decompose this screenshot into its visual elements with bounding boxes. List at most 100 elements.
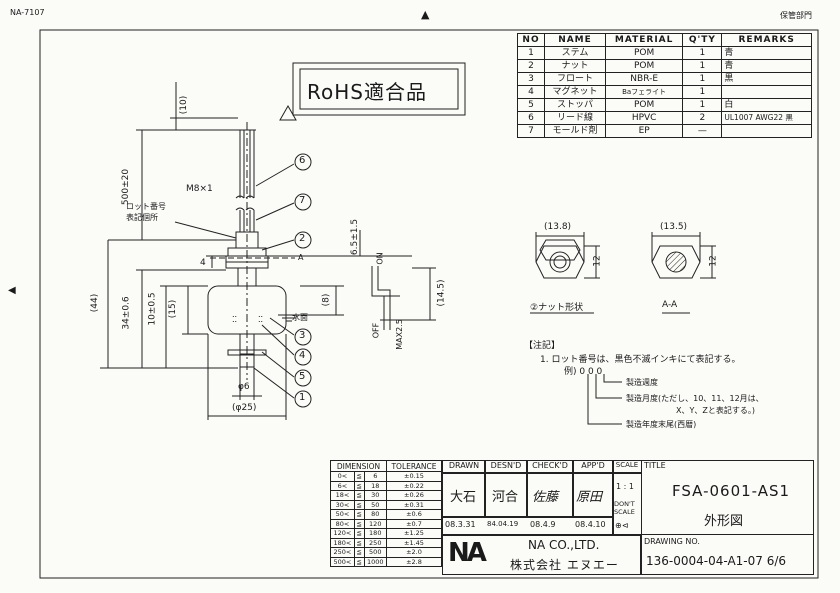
dont-scale-label: SCALE bbox=[614, 508, 635, 516]
drawing-frame bbox=[39, 29, 819, 579]
dim-44: (44) bbox=[90, 293, 101, 313]
title-header: TITLE bbox=[644, 461, 666, 470]
nut-shape bbox=[535, 232, 600, 279]
designed-signature: 河合 bbox=[492, 490, 519, 505]
revision-triangle bbox=[279, 104, 297, 121]
company-name-en: NA CO.,LTD. bbox=[528, 538, 600, 552]
dimension-lines-bottom bbox=[207, 334, 287, 420]
dim-14-5: (14.5) bbox=[436, 279, 447, 307]
table-row: 18<≦30±0.26 bbox=[330, 490, 443, 501]
rohs-outer-box bbox=[292, 62, 466, 116]
center-mark-left: ◀ bbox=[8, 285, 16, 296]
table-row: 500<≦1000±2.8 bbox=[330, 556, 443, 567]
drawn-signature: 大石 bbox=[450, 490, 477, 505]
rohs-stamp: RoHS適合品 bbox=[307, 80, 427, 104]
notes-title: 【注記】 bbox=[524, 341, 561, 351]
projection-icon: ⊕⊲ bbox=[615, 521, 629, 530]
scale-header: SCALE bbox=[612, 460, 642, 474]
table-row: 6<≦18±0.22 bbox=[330, 480, 443, 491]
drawing-number-cell bbox=[640, 534, 814, 575]
dim-15: (15) bbox=[168, 299, 179, 319]
note-month-2: X、Y、Zと表記する。) bbox=[676, 406, 755, 415]
drawing-subtitle: 外形図 bbox=[704, 514, 744, 529]
aa-section-label: A-A bbox=[662, 300, 678, 310]
company-cell bbox=[442, 534, 642, 575]
callout-2: 2 bbox=[299, 233, 306, 244]
note-month: 製造月度(ただし、10、11、12月は、 bbox=[626, 394, 764, 403]
drawing-title: FSA-0601-AS1 bbox=[672, 482, 791, 500]
date-row bbox=[442, 516, 614, 536]
dim-500: 500±20 bbox=[121, 168, 132, 206]
scale-cell bbox=[612, 472, 642, 536]
drawing-number-header: DRAWING NO. bbox=[644, 537, 700, 546]
aa-section bbox=[651, 232, 716, 279]
table-row: 0<≦6±0.15 bbox=[330, 471, 443, 482]
aa-width: (13.5) bbox=[660, 222, 688, 232]
off-label: OFF bbox=[371, 322, 381, 339]
checked-date: 08.4.9 bbox=[530, 520, 556, 529]
center-mark-top: ▲ bbox=[421, 8, 430, 21]
lot-label: ロット番号 bbox=[126, 202, 166, 211]
scale-value: 1 : 1 bbox=[616, 482, 634, 491]
table-header-row: NO NAME MATERIAL Q'TY REMARKS bbox=[516, 33, 812, 47]
dim-8: (8) bbox=[321, 293, 332, 307]
callout-leaders bbox=[174, 163, 295, 399]
checked-header: CHECK'D bbox=[526, 460, 574, 474]
table-row: 80<≦120±0.7 bbox=[330, 518, 443, 529]
water-label: 水面 bbox=[292, 313, 308, 322]
on-label: ON bbox=[375, 252, 385, 265]
dim-m8: M8×1 bbox=[186, 184, 213, 194]
nut-width: (13.8) bbox=[544, 222, 572, 232]
callout-7: 7 bbox=[299, 195, 306, 206]
document-number: NA-7107 bbox=[10, 8, 45, 17]
approved-cell bbox=[572, 472, 614, 518]
designed-date: 84.04.19 bbox=[487, 520, 519, 528]
dim-34: 34±0.6 bbox=[121, 296, 132, 330]
drawing-number: 136-0004-04-A1-07 6/6 bbox=[646, 554, 787, 568]
dimension-lines-left bbox=[100, 82, 238, 369]
company-name-jp: 株式会社 エヌエー bbox=[510, 558, 619, 572]
callout-1: 1 bbox=[299, 392, 306, 403]
table-row: 120<≦180±1.25 bbox=[330, 528, 443, 539]
lot-label-2: 表記個所 bbox=[126, 213, 158, 222]
table-header-row: DIMENSION TOLERANCE bbox=[330, 460, 443, 472]
drawn-date: 08.3.31 bbox=[445, 520, 476, 529]
dim-phi25: (φ25) bbox=[232, 403, 257, 413]
designed-header: DESN'D bbox=[484, 460, 528, 474]
checked-cell bbox=[526, 472, 574, 518]
callout-4: 4 bbox=[299, 350, 306, 361]
checked-signature: 佐藤 bbox=[532, 490, 559, 505]
note-line-1: 1. ロット番号は、黒色不滅インキにて表記する。 bbox=[540, 355, 741, 365]
table-row: 250<≦500±2.0 bbox=[330, 547, 443, 558]
note-example: 例) 0 0 0 bbox=[564, 367, 603, 377]
drawn-header: DRAWN bbox=[442, 460, 486, 474]
approved-signature: 原田 bbox=[576, 490, 603, 505]
dim-10b: 10±0.5 bbox=[147, 292, 158, 326]
callout-5: 5 bbox=[299, 371, 306, 382]
tolerance-table: DIMENSION TOLERANCE 0<≦6±0.15 6<≦18±0.22… bbox=[330, 460, 443, 567]
company-logo: NA bbox=[448, 538, 487, 568]
dim-6-5: 6.5±1.5 bbox=[350, 218, 361, 256]
table-row: 180<≦250±1.45 bbox=[330, 537, 443, 548]
lead-wires bbox=[235, 129, 256, 232]
nut-height: 12 bbox=[592, 255, 603, 267]
dim-10: (10) bbox=[179, 95, 190, 115]
float-mark: ⁚⁚ bbox=[232, 315, 237, 324]
callout-circles bbox=[294, 153, 312, 408]
dim-4: 4 bbox=[200, 258, 206, 268]
approved-header: APP'D bbox=[572, 460, 614, 474]
callout-3: 3 bbox=[299, 330, 306, 341]
aa-height: 12 bbox=[708, 255, 719, 267]
table-row: 30<≦50±0.31 bbox=[330, 499, 443, 510]
designed-cell bbox=[484, 472, 528, 518]
note-brackets bbox=[587, 374, 622, 425]
float-mark-2: ⁚⁚ bbox=[258, 315, 263, 324]
rohs-inner-box bbox=[299, 68, 459, 110]
note-week: 製造週度 bbox=[626, 378, 658, 387]
